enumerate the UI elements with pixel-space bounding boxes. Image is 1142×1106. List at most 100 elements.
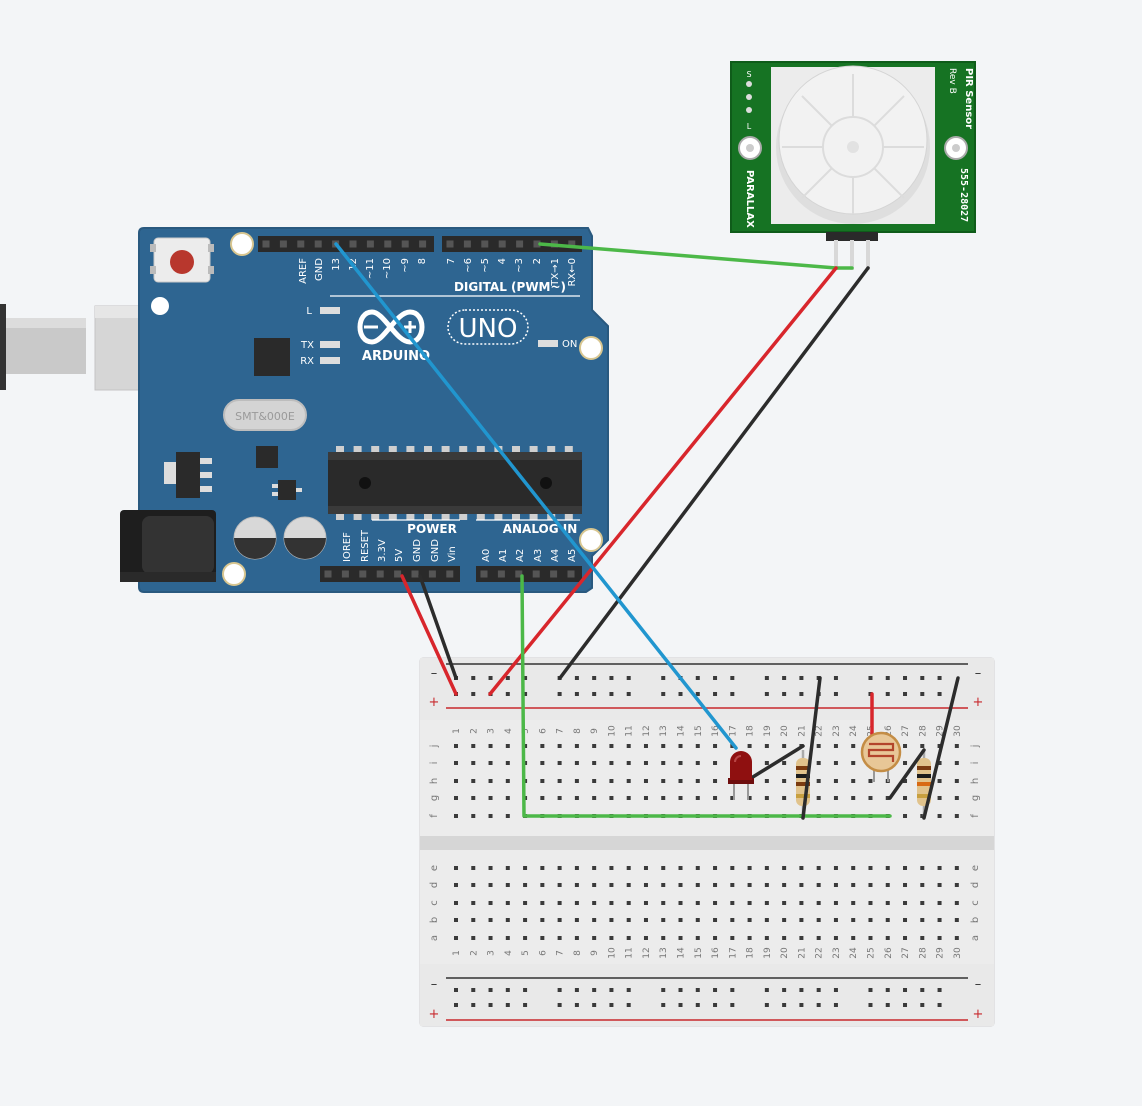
breadboard-hole[interactable] (695, 1003, 700, 1007)
breadboard-hole[interactable] (782, 676, 787, 680)
breadboard-hole[interactable] (557, 692, 562, 696)
breadboard-hole[interactable] (592, 988, 597, 992)
breadboard-hole[interactable] (868, 883, 873, 887)
breadboard-hole[interactable] (626, 1003, 631, 1007)
breadboard-hole[interactable] (730, 866, 735, 870)
breadboard-hole[interactable] (661, 676, 666, 680)
breadboard-hole[interactable] (868, 1003, 873, 1007)
breadboard-hole[interactable] (557, 761, 562, 765)
breadboard-hole[interactable] (764, 1003, 769, 1007)
breadboard-hole[interactable] (782, 936, 787, 940)
breadboard-hole[interactable] (678, 936, 683, 940)
breadboard-hole[interactable] (488, 866, 493, 870)
breadboard-hole[interactable] (505, 814, 510, 818)
breadboard-hole[interactable] (816, 1003, 821, 1007)
breadboard-hole[interactable] (574, 936, 579, 940)
header-hole[interactable] (532, 570, 540, 578)
breadboard-hole[interactable] (505, 676, 510, 680)
breadboard-hole[interactable] (505, 936, 510, 940)
breadboard-hole[interactable] (799, 866, 804, 870)
breadboard-hole[interactable] (764, 692, 769, 696)
breadboard-hole[interactable] (678, 744, 683, 748)
breadboard-hole[interactable] (454, 796, 458, 800)
header-hole[interactable] (349, 240, 357, 248)
breadboard-hole[interactable] (885, 796, 890, 800)
breadboard-hole[interactable] (609, 796, 614, 800)
breadboard-hole[interactable] (643, 883, 648, 887)
breadboard-hole[interactable] (868, 936, 873, 940)
jumper-gnd-resistor2[interactable] (922, 676, 960, 820)
breadboard-hole[interactable] (885, 866, 890, 870)
breadboard-hole[interactable] (609, 1003, 614, 1007)
breadboard-hole[interactable] (488, 796, 493, 800)
breadboard-hole[interactable] (868, 988, 873, 992)
breadboard-hole[interactable] (885, 918, 890, 922)
breadboard-hole[interactable] (540, 883, 545, 887)
breadboard-hole[interactable] (592, 779, 597, 783)
breadboard-hole[interactable] (903, 866, 908, 870)
header-hole[interactable] (533, 240, 541, 248)
breadboard-hole[interactable] (713, 901, 718, 905)
breadboard-hole[interactable] (454, 779, 458, 783)
breadboard-hole[interactable] (713, 866, 718, 870)
breadboard-hole[interactable] (505, 692, 510, 696)
breadboard-hole[interactable] (488, 936, 493, 940)
breadboard-hole[interactable] (695, 883, 700, 887)
breadboard-hole[interactable] (920, 676, 925, 680)
breadboard-hole[interactable] (833, 918, 838, 922)
header-hole[interactable] (419, 240, 427, 248)
breadboard-hole[interactable] (903, 814, 908, 818)
breadboard-hole[interactable] (782, 761, 787, 765)
breadboard-hole[interactable] (920, 936, 925, 940)
breadboard-hole[interactable] (730, 676, 735, 680)
header-hole[interactable] (463, 240, 471, 248)
breadboard-hole[interactable] (678, 761, 683, 765)
breadboard-hole[interactable] (782, 779, 787, 783)
breadboard-hole[interactable] (592, 676, 597, 680)
header-hole[interactable] (498, 240, 506, 248)
breadboard-hole[interactable] (454, 744, 458, 748)
breadboard-hole[interactable] (540, 866, 545, 870)
breadboard-hole[interactable] (747, 866, 752, 870)
breadboard-hole[interactable] (920, 883, 925, 887)
breadboard-hole[interactable] (937, 814, 942, 818)
breadboard-hole[interactable] (868, 779, 873, 783)
breadboard-hole[interactable] (454, 866, 458, 870)
breadboard-hole[interactable] (471, 676, 476, 680)
breadboard-hole[interactable] (903, 936, 908, 940)
breadboard-hole[interactable] (592, 692, 597, 696)
breadboard-hole[interactable] (799, 1003, 804, 1007)
breadboard-hole[interactable] (816, 761, 821, 765)
breadboard-hole[interactable] (471, 761, 476, 765)
header-hole[interactable] (568, 240, 576, 248)
breadboard-hole[interactable] (903, 1003, 908, 1007)
breadboard-hole[interactable] (833, 676, 838, 680)
breadboard-hole[interactable] (903, 901, 908, 905)
breadboard-hole[interactable] (937, 988, 942, 992)
breadboard-hole[interactable] (626, 744, 631, 748)
breadboard-hole[interactable] (903, 988, 908, 992)
breadboard-hole[interactable] (937, 901, 942, 905)
breadboard-hole[interactable] (471, 814, 476, 818)
breadboard-hole[interactable] (609, 692, 614, 696)
breadboard-hole[interactable] (592, 936, 597, 940)
breadboard-hole[interactable] (713, 744, 718, 748)
header-hole[interactable] (341, 570, 349, 578)
breadboard-hole[interactable] (574, 692, 579, 696)
header-hole[interactable] (366, 240, 374, 248)
breadboard-hole[interactable] (851, 779, 856, 783)
breadboard-hole[interactable] (471, 692, 476, 696)
breadboard-hole[interactable] (454, 814, 458, 818)
breadboard-hole[interactable] (695, 936, 700, 940)
breadboard-hole[interactable] (695, 744, 700, 748)
breadboard-hole[interactable] (661, 692, 666, 696)
breadboard-hole[interactable] (799, 936, 804, 940)
breadboard-hole[interactable] (471, 796, 476, 800)
breadboard-hole[interactable] (454, 761, 458, 765)
breadboard-hole[interactable] (505, 866, 510, 870)
header-hole[interactable] (428, 570, 436, 578)
breadboard-hole[interactable] (764, 901, 769, 905)
breadboard-hole[interactable] (695, 918, 700, 922)
breadboard-hole[interactable] (816, 744, 821, 748)
breadboard-hole[interactable] (557, 1003, 562, 1007)
